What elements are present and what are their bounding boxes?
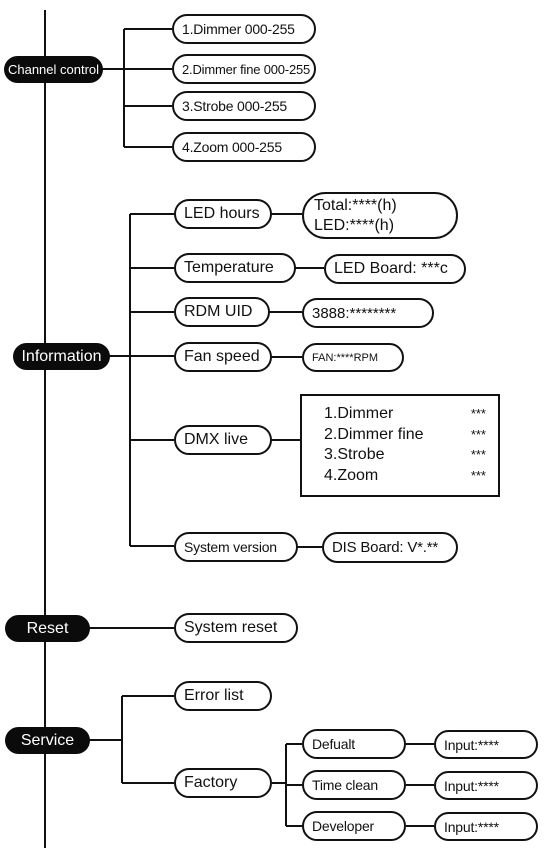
dmx-live-row: 2.Dimmer fine *** xyxy=(324,425,488,446)
info-temperature: Temperature xyxy=(174,253,296,283)
channel-item-strobe: 3.Strobe 000-255 xyxy=(172,91,316,121)
dmx-live-row-name: 2.Dimmer fine xyxy=(324,425,424,443)
dmx-live-row-value: *** xyxy=(470,426,486,442)
factory-developer: Developer xyxy=(302,811,406,841)
root-reset: Reset xyxy=(5,615,90,642)
factory-developer-input: Input:**** xyxy=(434,812,538,841)
info-fan-speed-value: FAN:****RPM xyxy=(302,343,404,372)
factory-defualt-input: Input:**** xyxy=(434,730,538,759)
dmx-live-row-value: *** xyxy=(470,467,486,483)
dmx-live-row-name: 4.Zoom xyxy=(324,466,379,484)
led-hours-total: Total:****(h) xyxy=(314,196,397,214)
info-fan-speed: Fan speed xyxy=(174,342,272,372)
factory-defualt: Defualt xyxy=(302,729,406,759)
root-information: Information xyxy=(13,343,110,370)
info-system-version: System version xyxy=(174,532,298,562)
factory-time-clean: Time clean xyxy=(302,770,406,800)
led-hours-led: LED:****(h) xyxy=(314,216,395,234)
info-system-version-value: DIS Board: V*.** xyxy=(322,532,458,563)
factory-time-clean-input: Input:**** xyxy=(434,771,538,800)
channel-item-dimmer: 1.Dimmer 000-255 xyxy=(172,14,316,44)
service-error-list: Error list xyxy=(174,681,272,711)
info-led-hours: LED hours xyxy=(174,199,272,229)
reset-system-reset: System reset xyxy=(174,613,298,643)
info-led-hours-values: Total:****(h) LED:****(h) xyxy=(302,192,458,239)
dmx-live-row-value: *** xyxy=(470,406,486,421)
info-rdm-uid: RDM UID xyxy=(174,297,270,327)
dmx-live-row: 4.Zoom *** xyxy=(324,466,488,487)
dmx-live-table: 1.Dimmer *** 2.Dimmer fine *** 3.Strobe ***… xyxy=(300,394,500,497)
service-factory: Factory xyxy=(174,768,272,798)
root-service: Service xyxy=(5,727,90,754)
dmx-live-row-name: 1.Dimmer xyxy=(324,405,394,422)
info-temperature-value: LED Board: ***c xyxy=(324,254,466,284)
root-channel-control: Channel control xyxy=(4,56,103,83)
dmx-live-row-name: 3.Strobe xyxy=(324,446,385,463)
channel-item-dimmer-fine: 2.Dimmer fine 000-255 xyxy=(172,54,316,84)
dmx-live-row-value: *** xyxy=(470,447,486,462)
dmx-live-row: 1.Dimmer *** xyxy=(324,404,488,425)
channel-item-zoom: 4.Zoom 000-255 xyxy=(172,132,316,162)
dmx-live-row: 3.Strobe *** xyxy=(324,445,488,466)
info-dmx-live: DMX live xyxy=(174,425,272,455)
info-rdm-uid-value: 3888:******** xyxy=(302,298,434,328)
